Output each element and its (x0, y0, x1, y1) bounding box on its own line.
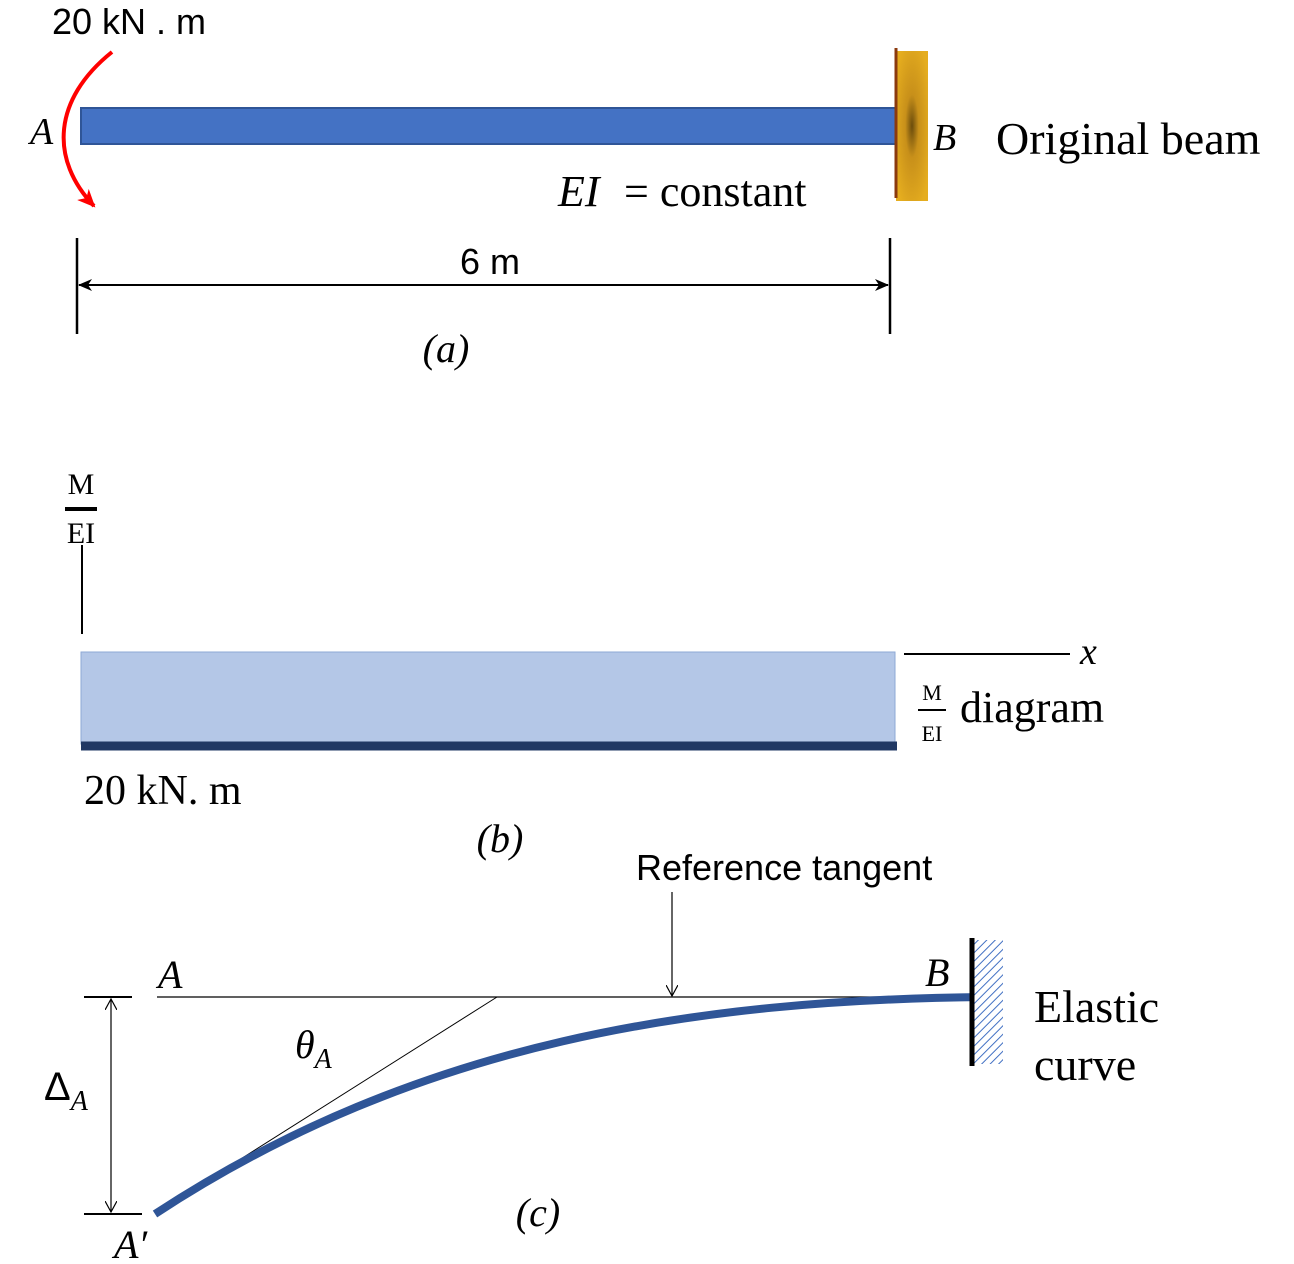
theta-label: θA (295, 1022, 333, 1075)
point-a-prime-label: A′ (111, 1222, 148, 1264)
fixed-support (896, 51, 928, 201)
axis-numerator: M (68, 468, 95, 501)
ei-value: = constant (624, 167, 806, 216)
theta-subscript: A (313, 1044, 333, 1075)
elastic-curve (152, 993, 986, 1218)
point-a-label-c: A (155, 952, 183, 997)
elastic-curve-line1: Elastic (1034, 981, 1159, 1032)
panel-c: Reference tangent A B θA ΔA A′ Elastic c… (44, 847, 1159, 1264)
length-label: 6 m (460, 241, 520, 282)
point-a-label: A (27, 111, 54, 153)
moment-arrow (61, 50, 114, 208)
beam (80, 107, 898, 145)
elastic-curve-line2: curve (1034, 1039, 1136, 1090)
diagram-word: diagram (960, 683, 1104, 732)
panel-a: 20 kN . m A B Original beam EI = constan… (27, 1, 1261, 371)
point-b-label: B (933, 117, 956, 159)
diagram-numerator: M (922, 680, 942, 705)
delta-symbol: Δ (44, 1065, 71, 1109)
m-ei-area (80, 651, 896, 745)
theta-symbol: θ (295, 1022, 315, 1067)
reference-tangent-label: Reference tangent (636, 847, 932, 888)
panel-b: M EI x M EI diagram 20 kN. m (b) (65, 468, 1104, 861)
caption-a: (a) (423, 326, 470, 371)
point-b-label-c: B (925, 950, 949, 995)
caption-c: (c) (516, 1190, 560, 1235)
caption-b: (b) (477, 816, 524, 861)
axis-denominator: EI (67, 517, 95, 550)
delta-label: ΔA (44, 1065, 89, 1117)
delta-subscript: A (69, 1086, 89, 1117)
wall-hatch (973, 940, 1003, 1064)
x-axis-label: x (1079, 631, 1097, 673)
ei-symbol: EI (557, 167, 602, 216)
beam-title: Original beam (996, 113, 1261, 164)
diagram-denominator: EI (922, 721, 943, 746)
moment-value: 20 kN. m (84, 768, 242, 814)
moment-label: 20 kN . m (52, 1, 206, 42)
